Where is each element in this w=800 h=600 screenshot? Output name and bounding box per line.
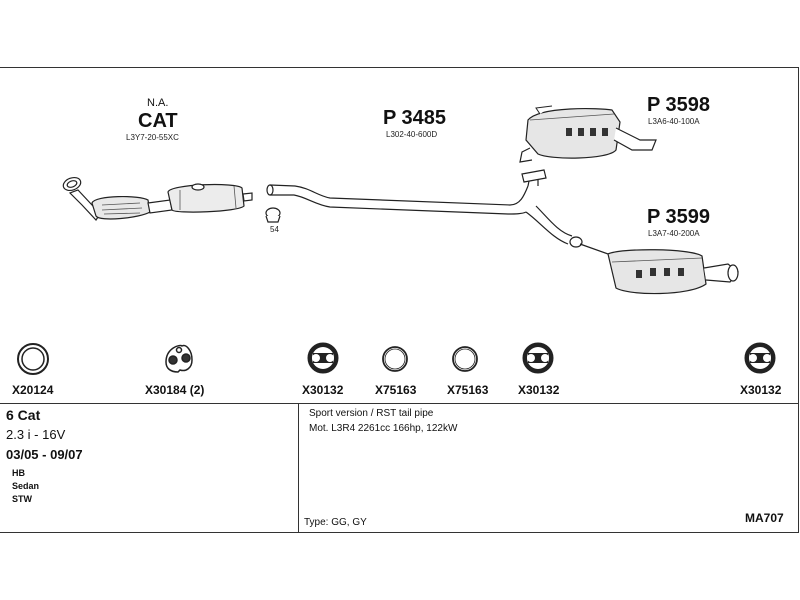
vehicle-body: STW [12,494,32,504]
gasket-ring-icon [17,343,49,375]
hardware-code: X30184 (2) [145,383,205,397]
rear-lower-code: L3A7-40-200A [648,229,700,238]
clamp-drawing [265,207,281,223]
hardware-code: X75163 [447,383,489,397]
hardware-code: X30132 [302,383,344,397]
middle-pipe-drawing [266,169,583,248]
ring-icon [382,346,408,372]
note-line-1: Sport version / RST tail pipe [309,408,434,419]
type-label: Type: GG, GY [304,517,367,528]
vehicle-years: 03/05 - 09/07 [6,447,83,462]
rear-upper-code: L3A6-40-100A [648,117,700,126]
rear-lower-name: P 3599 [647,206,711,228]
hardware-code: X30132 [740,383,782,397]
vehicle-cat-label: 6 Cat [6,407,41,423]
vehicle-engine: 2.3 i - 16V [6,427,66,442]
reference-code: MA707 [745,511,784,525]
rubber-mount-icon [522,342,554,374]
cat-code: L3Y7-20-55XC [126,133,179,142]
cat-prefix: N.A. [147,97,169,109]
diagram-frame [0,67,799,533]
ring-icon [452,346,478,372]
hardware-code: X30132 [518,383,560,397]
hanger-icon [165,344,193,373]
cat-name: CAT [138,110,178,132]
mid-pipe-code: L302-40-600D [386,130,438,139]
hardware-code: X75163 [375,383,417,397]
note-line-2: Mot. L3R4 2261cc 166hp, 122kW [309,423,458,434]
hardware-code: X20124 [12,383,54,397]
table-divider-vertical [298,403,299,533]
clamp-qty: 54 [270,225,279,234]
table-divider-horizontal [0,403,799,404]
hardware-icons [17,342,776,375]
rear-upper-muffler-drawing [519,105,657,163]
mid-pipe-name: P 3485 [383,107,447,129]
vehicle-body: HB [12,468,25,478]
rubber-mount-icon [744,342,776,374]
rear-lower-muffler-drawing [579,243,739,295]
rear-upper-name: P 3598 [647,94,711,116]
vehicle-body: Sedan [12,481,40,491]
rubber-mount-icon [307,342,339,374]
catalytic-converter-drawing [62,176,253,221]
